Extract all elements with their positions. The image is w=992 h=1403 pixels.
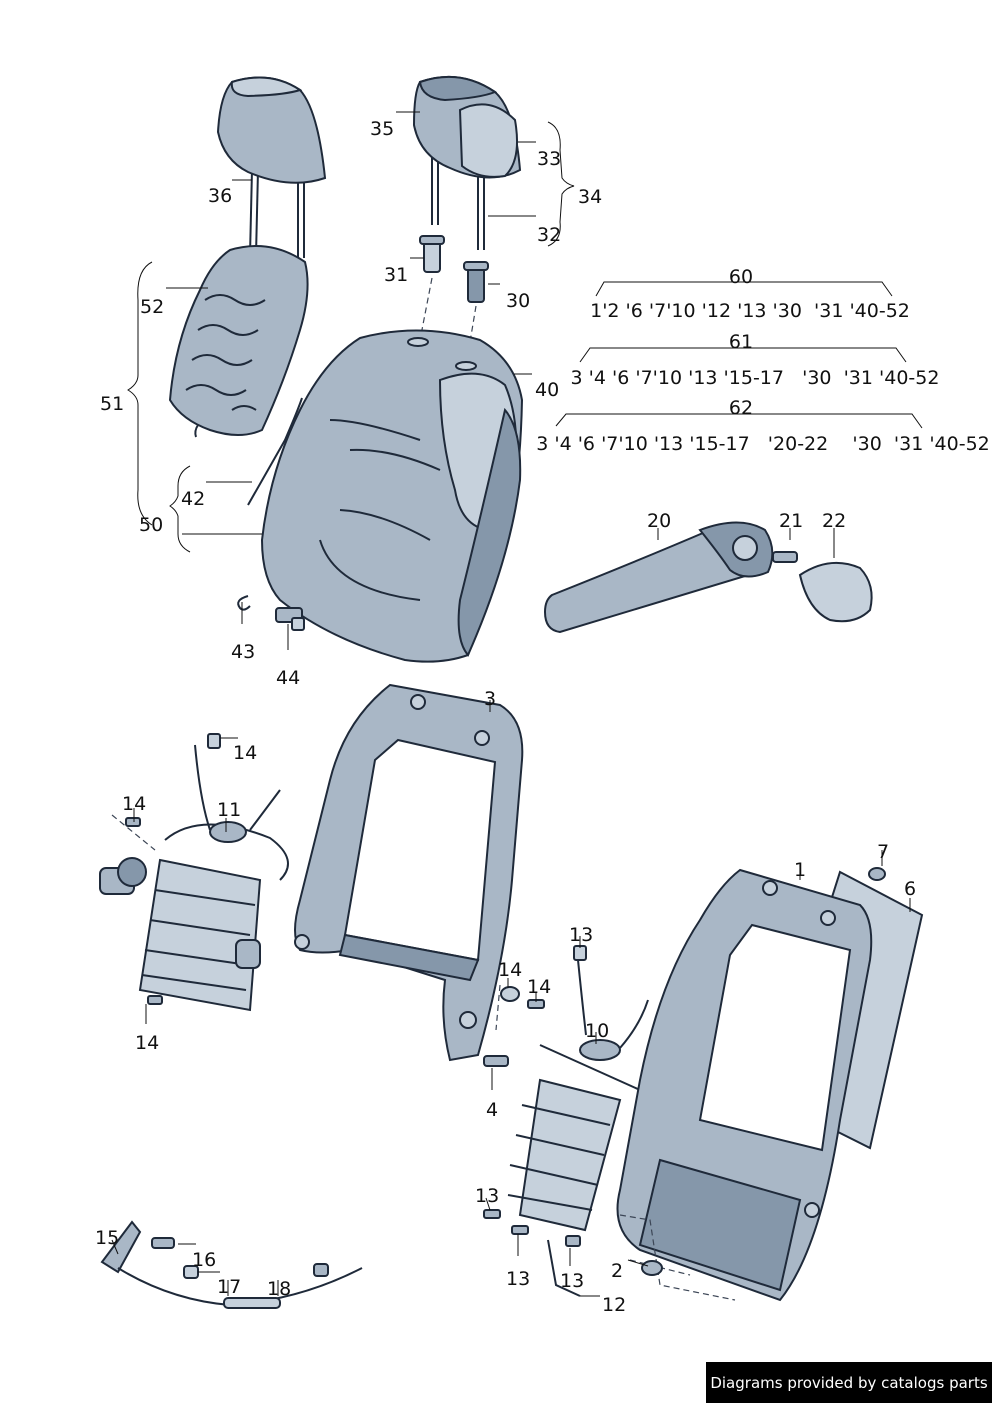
callout-36: 36: [208, 185, 232, 207]
callout-50: 50: [139, 514, 163, 536]
callout-6: 6: [904, 878, 916, 900]
armrest: [543, 521, 873, 634]
callout-3: 3: [484, 688, 496, 710]
leader-lines: [111, 111, 923, 1297]
callout-14-e: 14: [527, 976, 551, 998]
group-61-items: 3 '4 '6 '7'10 '13 '15-17 '30 '31 '40-52: [571, 367, 940, 389]
headrest-guides: [419, 235, 489, 367]
callout-13-d: 13: [560, 1270, 584, 1292]
callout-21: 21: [779, 510, 803, 532]
callout-12: 12: [602, 1294, 626, 1316]
callout-34: 34: [578, 186, 602, 208]
seat-frame-1: [616, 867, 924, 1302]
callout-labels: 35 33 34 32 36 31 30 52 51 40 42 50 43 4…: [95, 118, 916, 1316]
footer-credit: Diagrams provided by catalogs parts: [706, 1362, 992, 1403]
lumbar-support-10: [483, 945, 649, 1297]
clip-44: [275, 607, 305, 631]
callout-1: 1: [794, 859, 806, 881]
group-62-number: 62: [729, 397, 753, 419]
group-61-number: 61: [729, 331, 753, 353]
callout-16: 16: [192, 1249, 216, 1271]
headrest-left: [216, 76, 327, 258]
callout-22: 22: [822, 510, 846, 532]
callout-14-c: 14: [135, 1032, 159, 1054]
wire-42: [247, 397, 303, 506]
callout-14-b: 14: [122, 793, 146, 815]
backrest-frame-3: [294, 683, 524, 1062]
callout-13-a: 13: [569, 924, 593, 946]
group-60-number: 60: [729, 266, 753, 288]
callout-20: 20: [647, 510, 671, 532]
callout-11: 11: [217, 799, 241, 821]
callout-13-c: 13: [506, 1268, 530, 1290]
callout-43: 43: [231, 641, 255, 663]
group-60-items: 1'2 '6 '7'10 '12 '13 '30 '31 '40-52: [590, 300, 910, 322]
callout-10: 10: [585, 1020, 609, 1042]
headrest-right: [412, 75, 522, 250]
callout-35: 35: [370, 118, 394, 140]
callout-31: 31: [384, 264, 408, 286]
callout-14-d: 14: [498, 959, 522, 981]
callout-40: 40: [535, 379, 559, 401]
callout-42: 42: [181, 488, 205, 510]
callout-32: 32: [537, 224, 561, 246]
callout-2: 2: [611, 1260, 623, 1282]
callout-44: 44: [276, 667, 300, 689]
callout-13-b: 13: [475, 1185, 499, 1207]
group-references: 60 1'2 '6 '7'10 '12 '13 '30 '31 '40-52 6…: [536, 266, 990, 455]
callout-51: 51: [100, 393, 124, 415]
group-62-items: 3 '4 '6 '7'10 '13 '15-17 '20-22 '30 '31 …: [536, 433, 990, 455]
callout-4: 4: [486, 1099, 498, 1121]
motor-left: [99, 857, 147, 895]
callout-15: 15: [95, 1227, 119, 1249]
small-fasteners: [125, 817, 545, 1067]
callout-52: 52: [140, 296, 164, 318]
callout-33: 33: [537, 148, 561, 170]
cable-assembly: [100, 1220, 363, 1309]
callout-17: 17: [217, 1276, 241, 1298]
clip-43: [237, 595, 251, 611]
callout-30: 30: [506, 290, 530, 312]
lumbar-support-11: [99, 733, 289, 1012]
callout-14-a: 14: [233, 742, 257, 764]
callout-7: 7: [877, 841, 889, 863]
callout-18: 18: [267, 1278, 291, 1300]
backrest-cover: [260, 329, 524, 663]
backrest-pad: [168, 245, 309, 438]
